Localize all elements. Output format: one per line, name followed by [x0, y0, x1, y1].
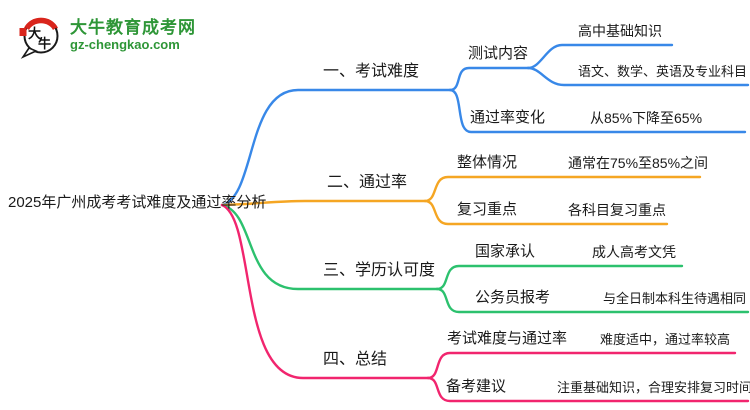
site-url: gz-chengkao.com: [70, 36, 180, 52]
branch-1-leaf-2-line: [526, 66, 750, 87]
branch-2-leaf-2-label: 各科目复习重点: [568, 202, 666, 218]
branch-3-leaf-2-label: 与全日制本科生待遇相同: [603, 291, 747, 306]
branch-4-sub-2-label: 备考建议: [446, 378, 507, 395]
branch-3-sub-2-line: [435, 287, 750, 314]
branch-1-leaf-1-line: [526, 43, 674, 70]
branch-4-sub-1-line: [426, 351, 737, 380]
branch-4-main-line: [220, 203, 430, 380]
branch-1-sub-1-label: 测试内容: [468, 45, 529, 62]
branch-3-sub-1-label: 国家承认: [475, 243, 536, 260]
branch-2-leaf-1-label: 通常在75%至85%之间: [568, 155, 709, 171]
branch-4-sub-1-label: 考试难度与通过率: [447, 330, 568, 347]
branch-1-sub-2-line: [448, 88, 747, 134]
logo-char-1: 大: [28, 26, 41, 41]
branch-4-leaf-1-label: 难度适中，通过率较高: [600, 332, 731, 347]
branch-4-label: 四、总结: [323, 351, 388, 368]
branch-2-sub-1-line: [423, 175, 702, 203]
branch-1-sub-2-label: 通过率变化: [470, 109, 546, 126]
branch-1-leaf-2-label: 语文、数学、英语及专业科目: [578, 64, 748, 79]
bull-speech-bubble-icon: 大 牛: [19, 17, 59, 59]
branch-4-leaf-2-label: 注重基础知识，合理安排复习时间: [557, 380, 750, 395]
site-logo: 大 牛 大牛教育成考网 gz-chengkao.com: [18, 11, 196, 59]
branch-1-label: 一、考试难度: [323, 63, 420, 80]
branch-2-sub-2-line: [423, 199, 669, 226]
branch-1-leaf-3-label: 从85%下降至65%: [590, 110, 703, 126]
branch-2-main-line: [220, 199, 427, 207]
central-topic: 2025年广州成考考试难度及通过率分析: [8, 194, 267, 211]
branch-3-main-line: [220, 203, 439, 291]
branch-4-sub-2-line: [426, 376, 750, 403]
branch-2-sub-2-label: 复习重点: [457, 201, 518, 218]
branch-3-leaf-1-label: 成人高考文凭: [592, 244, 676, 260]
branch-1-leaf-1-label: 高中基础知识: [578, 23, 662, 39]
branch-1-main-line: [220, 88, 452, 207]
branch-2-sub-1-label: 整体情况: [457, 154, 518, 171]
logo-char-2: 牛: [38, 36, 51, 51]
branch-3-label: 三、学历认可度: [323, 262, 436, 279]
branch-3-sub-1-line: [435, 264, 684, 291]
branch-3-sub-2-label: 公务员报考: [475, 289, 551, 306]
branch-2-label: 二、通过率: [327, 174, 408, 191]
branch-1-sub-1-line: [448, 66, 530, 92]
site-name: 大牛教育成考网: [70, 18, 196, 38]
